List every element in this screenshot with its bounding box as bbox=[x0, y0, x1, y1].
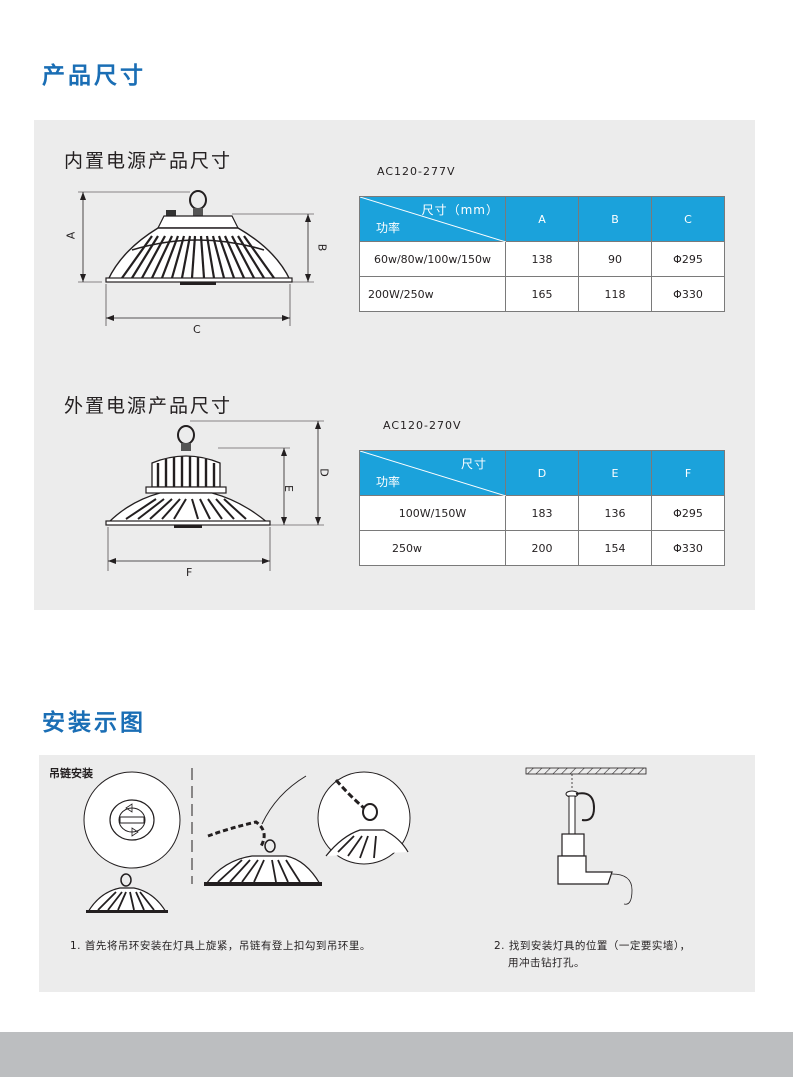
external-lamp-drawing bbox=[105, 420, 324, 571]
header-size-label: 尺寸（mm） bbox=[421, 203, 499, 217]
column-header-e: E bbox=[578, 450, 652, 496]
cell-value: 118 bbox=[578, 276, 652, 312]
dim-label-d: D bbox=[317, 468, 331, 477]
dim-label-b: B bbox=[315, 243, 329, 252]
table-row: 60w/80w/100w/150w 138 90 Φ295 bbox=[359, 241, 725, 277]
table-row: 100W/150W 183 136 Φ295 bbox=[359, 495, 725, 531]
external-driver-heading: 外置电源产品尺寸 bbox=[64, 395, 233, 417]
internal-spec-table: 尺寸（mm） 功率 A B C 60w/80w/100w/150w 138 90… bbox=[359, 196, 725, 312]
cell-value: Φ330 bbox=[651, 530, 725, 566]
header-power-label: 功率 bbox=[376, 475, 401, 489]
cell-value: 200 bbox=[505, 530, 579, 566]
chain-install-heading: 吊链安装 bbox=[49, 767, 93, 780]
dim-label-a: A bbox=[64, 231, 78, 240]
cell-value: 90 bbox=[578, 241, 652, 277]
chain-install-illustration bbox=[83, 768, 411, 913]
table-header-row: 尺寸（mm） 功率 A B C bbox=[359, 196, 725, 242]
table-header-row: 尺寸 功率 D E F bbox=[359, 450, 725, 496]
column-header-a: A bbox=[505, 196, 579, 242]
external-spec-table: 尺寸 功率 D E F 100W/150W 183 136 Φ295 250w … bbox=[359, 450, 725, 566]
cell-value: Φ330 bbox=[651, 276, 725, 312]
install-step-2-line-1: 2. 找到安装灯具的位置（一定要实墙）， bbox=[494, 940, 691, 952]
column-header-c: C bbox=[651, 196, 725, 242]
row-power: 200W/250w bbox=[359, 276, 506, 312]
internal-voltage-label: AC120-277V bbox=[377, 165, 456, 178]
header-power-label: 功率 bbox=[376, 221, 401, 235]
table-row: 250w 200 154 Φ330 bbox=[359, 530, 725, 566]
install-step-1-caption: 1. 首先将吊环安装在灯具上旋紧，吊链有登上扣勾到吊环里。 bbox=[70, 940, 371, 952]
row-power: 100W/150W bbox=[359, 495, 506, 531]
cell-value: 138 bbox=[505, 241, 579, 277]
section-title-dimensions: 产品尺寸 bbox=[42, 63, 146, 89]
internal-lamp-drawing bbox=[78, 190, 314, 326]
cell-value: 165 bbox=[505, 276, 579, 312]
table-corner-header: 尺寸（mm） 功率 bbox=[359, 196, 506, 242]
internal-driver-heading: 内置电源产品尺寸 bbox=[64, 150, 233, 172]
dim-label-f: F bbox=[186, 566, 193, 579]
cell-value: 154 bbox=[578, 530, 652, 566]
column-header-d: D bbox=[505, 450, 579, 496]
row-power: 250w bbox=[359, 530, 506, 566]
row-power: 60w/80w/100w/150w bbox=[359, 241, 506, 277]
install-step-2-line-2: 用冲击钻打孔。 bbox=[508, 957, 585, 969]
column-header-b: B bbox=[578, 196, 652, 242]
column-header-f: F bbox=[651, 450, 725, 496]
section-title-installation: 安装示图 bbox=[42, 710, 146, 736]
footer-bar bbox=[0, 1032, 793, 1077]
install-step-2-caption: 2. 找到安装灯具的位置（一定要实墙）， 用冲击钻打孔。 bbox=[494, 938, 691, 972]
cell-value: Φ295 bbox=[651, 241, 725, 277]
table-row: 200W/250w 165 118 Φ330 bbox=[359, 276, 725, 312]
dim-label-e: E bbox=[281, 485, 295, 492]
cell-value: 183 bbox=[505, 495, 579, 531]
cell-value: 136 bbox=[578, 495, 652, 531]
dim-label-c: C bbox=[193, 323, 201, 336]
header-size-label: 尺寸 bbox=[460, 457, 487, 471]
cell-value: Φ295 bbox=[651, 495, 725, 531]
table-corner-header: 尺寸 功率 bbox=[359, 450, 506, 496]
external-voltage-label: AC120-270V bbox=[383, 419, 462, 432]
ceiling-drill-illustration bbox=[525, 767, 647, 905]
